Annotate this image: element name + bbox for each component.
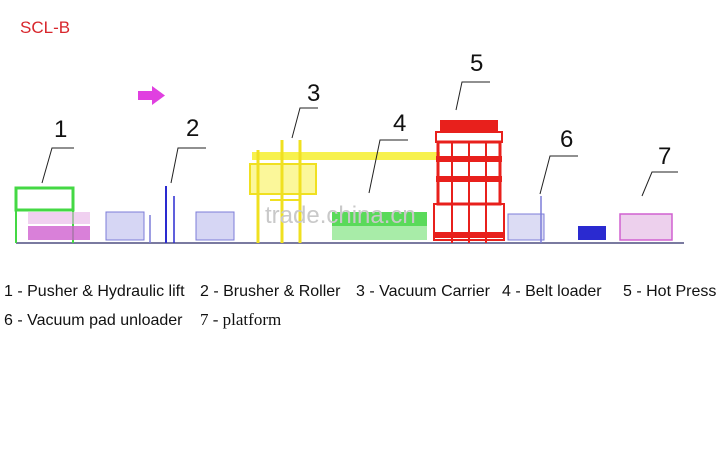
callout-number-6: 6 bbox=[560, 126, 573, 153]
callout-number-1: 1 bbox=[54, 116, 67, 143]
legend-item-6: 6 - Vacuum pad unloader bbox=[4, 312, 183, 329]
callout-number-3: 3 bbox=[307, 80, 320, 107]
callout-number-4: 4 bbox=[393, 110, 406, 137]
callout-number-5: 5 bbox=[470, 50, 483, 77]
platform bbox=[619, 213, 673, 241]
watermark: trade.china.cn bbox=[265, 202, 416, 229]
belt-loader bbox=[332, 212, 427, 240]
legend-item-5: 5 - Hot Press bbox=[623, 283, 717, 300]
brusher-roller bbox=[105, 186, 235, 243]
vacuum-carrier bbox=[249, 140, 440, 243]
flow-direction-arrow-icon bbox=[138, 86, 165, 105]
callout-number-7: 7 bbox=[658, 143, 671, 170]
pusher-hydraulic-lift bbox=[14, 186, 90, 243]
legend-item-2: 2 - Brusher & Roller bbox=[200, 283, 341, 300]
legend-item-3: 3 - Vacuum Carrier bbox=[356, 283, 490, 300]
diagram-title: SCL-B bbox=[20, 18, 71, 37]
legend-item-1: 1 - Pusher & Hydraulic lift bbox=[4, 283, 185, 300]
vacuum-pad-unloader bbox=[507, 196, 606, 243]
callout-number-2: 2 bbox=[186, 115, 199, 142]
hot-press bbox=[433, 120, 505, 243]
legend-item-4: 4 - Belt loader bbox=[502, 283, 602, 300]
legend-item-7: 7 - platform bbox=[200, 310, 282, 329]
